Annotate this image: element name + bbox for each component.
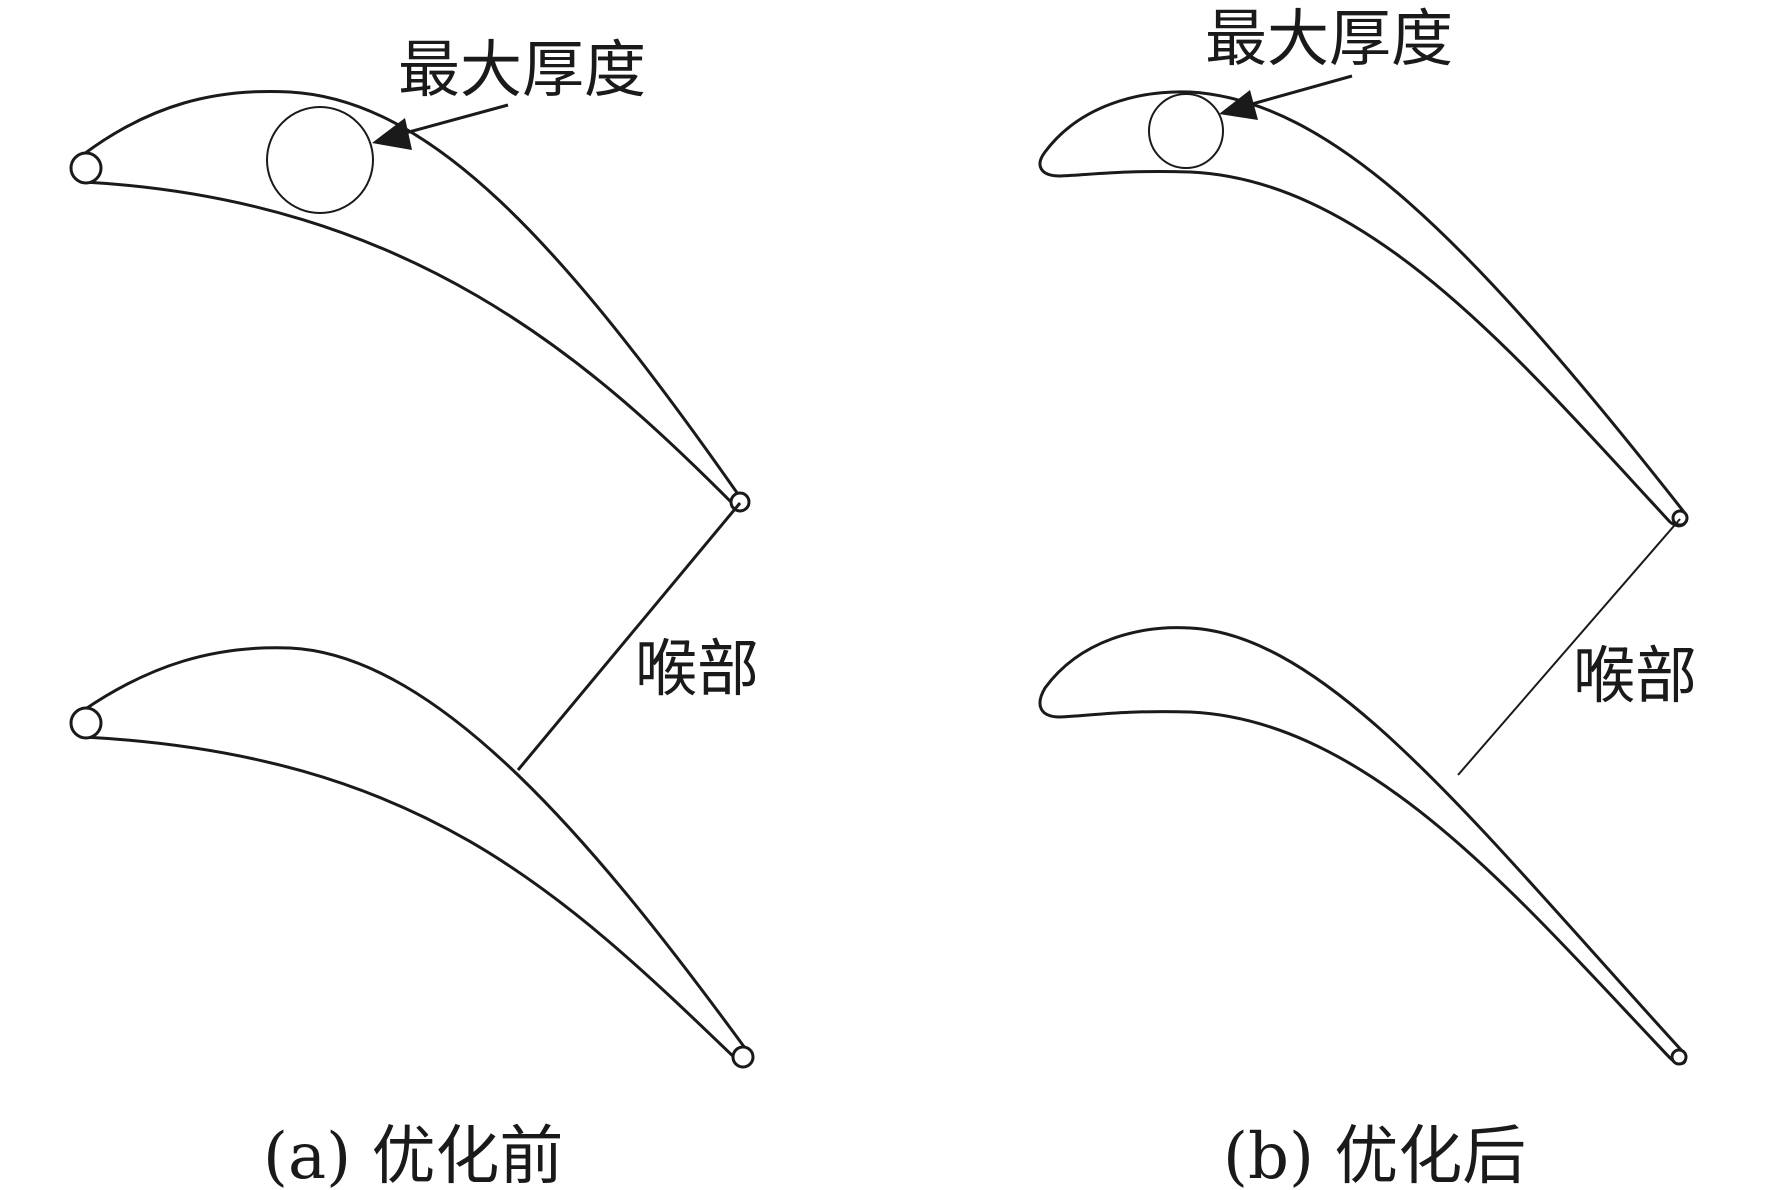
max-thickness-label-a: 最大厚度 [398,33,646,106]
upper-blade-b-outline [1038,90,1688,528]
throat-label-a: 喉部 [635,632,759,705]
arrow-shaft-b [1244,74,1353,108]
caption-b: (b) 优化后 [1223,1120,1526,1190]
caption-a: (a) 优化前 [263,1120,563,1190]
throat-line-a [516,502,742,771]
trailing-edge-circle-b-lower [1670,1048,1688,1066]
max-thickness-label-b: 最大厚度 [1205,2,1453,75]
throat-label-b: 喉部 [1573,639,1697,712]
panel-b: 最大厚度 喉部 (b) 优化后 [1038,2,1697,1190]
max-thickness-circle-a [266,106,374,214]
lower-blade-b [1038,626,1688,1066]
upper-blade-a-outline [82,89,742,508]
arrow-head-a [372,118,412,150]
upper-blade-a [69,89,751,513]
lower-blade-a-outline [82,646,747,1063]
panel-a: 最大厚度 喉部 (a) 优化前 [69,33,759,1190]
leading-edge-circle-a-lower [69,706,103,740]
arrow-head-b [1219,90,1258,120]
leading-edge-circle-a-upper [69,151,103,185]
max-thickness-arrow-b [1219,74,1353,120]
upper-blade-b [1038,90,1689,528]
lower-blade-a [69,646,755,1069]
max-thickness-arrow-a [372,103,509,150]
trailing-edge-circle-a-lower [731,1045,755,1069]
max-thickness-circle-b [1148,93,1224,169]
trailing-edge-circle-b-upper [1671,509,1689,527]
throat-line-b [1457,518,1681,776]
arrow-shaft-a [397,103,509,137]
